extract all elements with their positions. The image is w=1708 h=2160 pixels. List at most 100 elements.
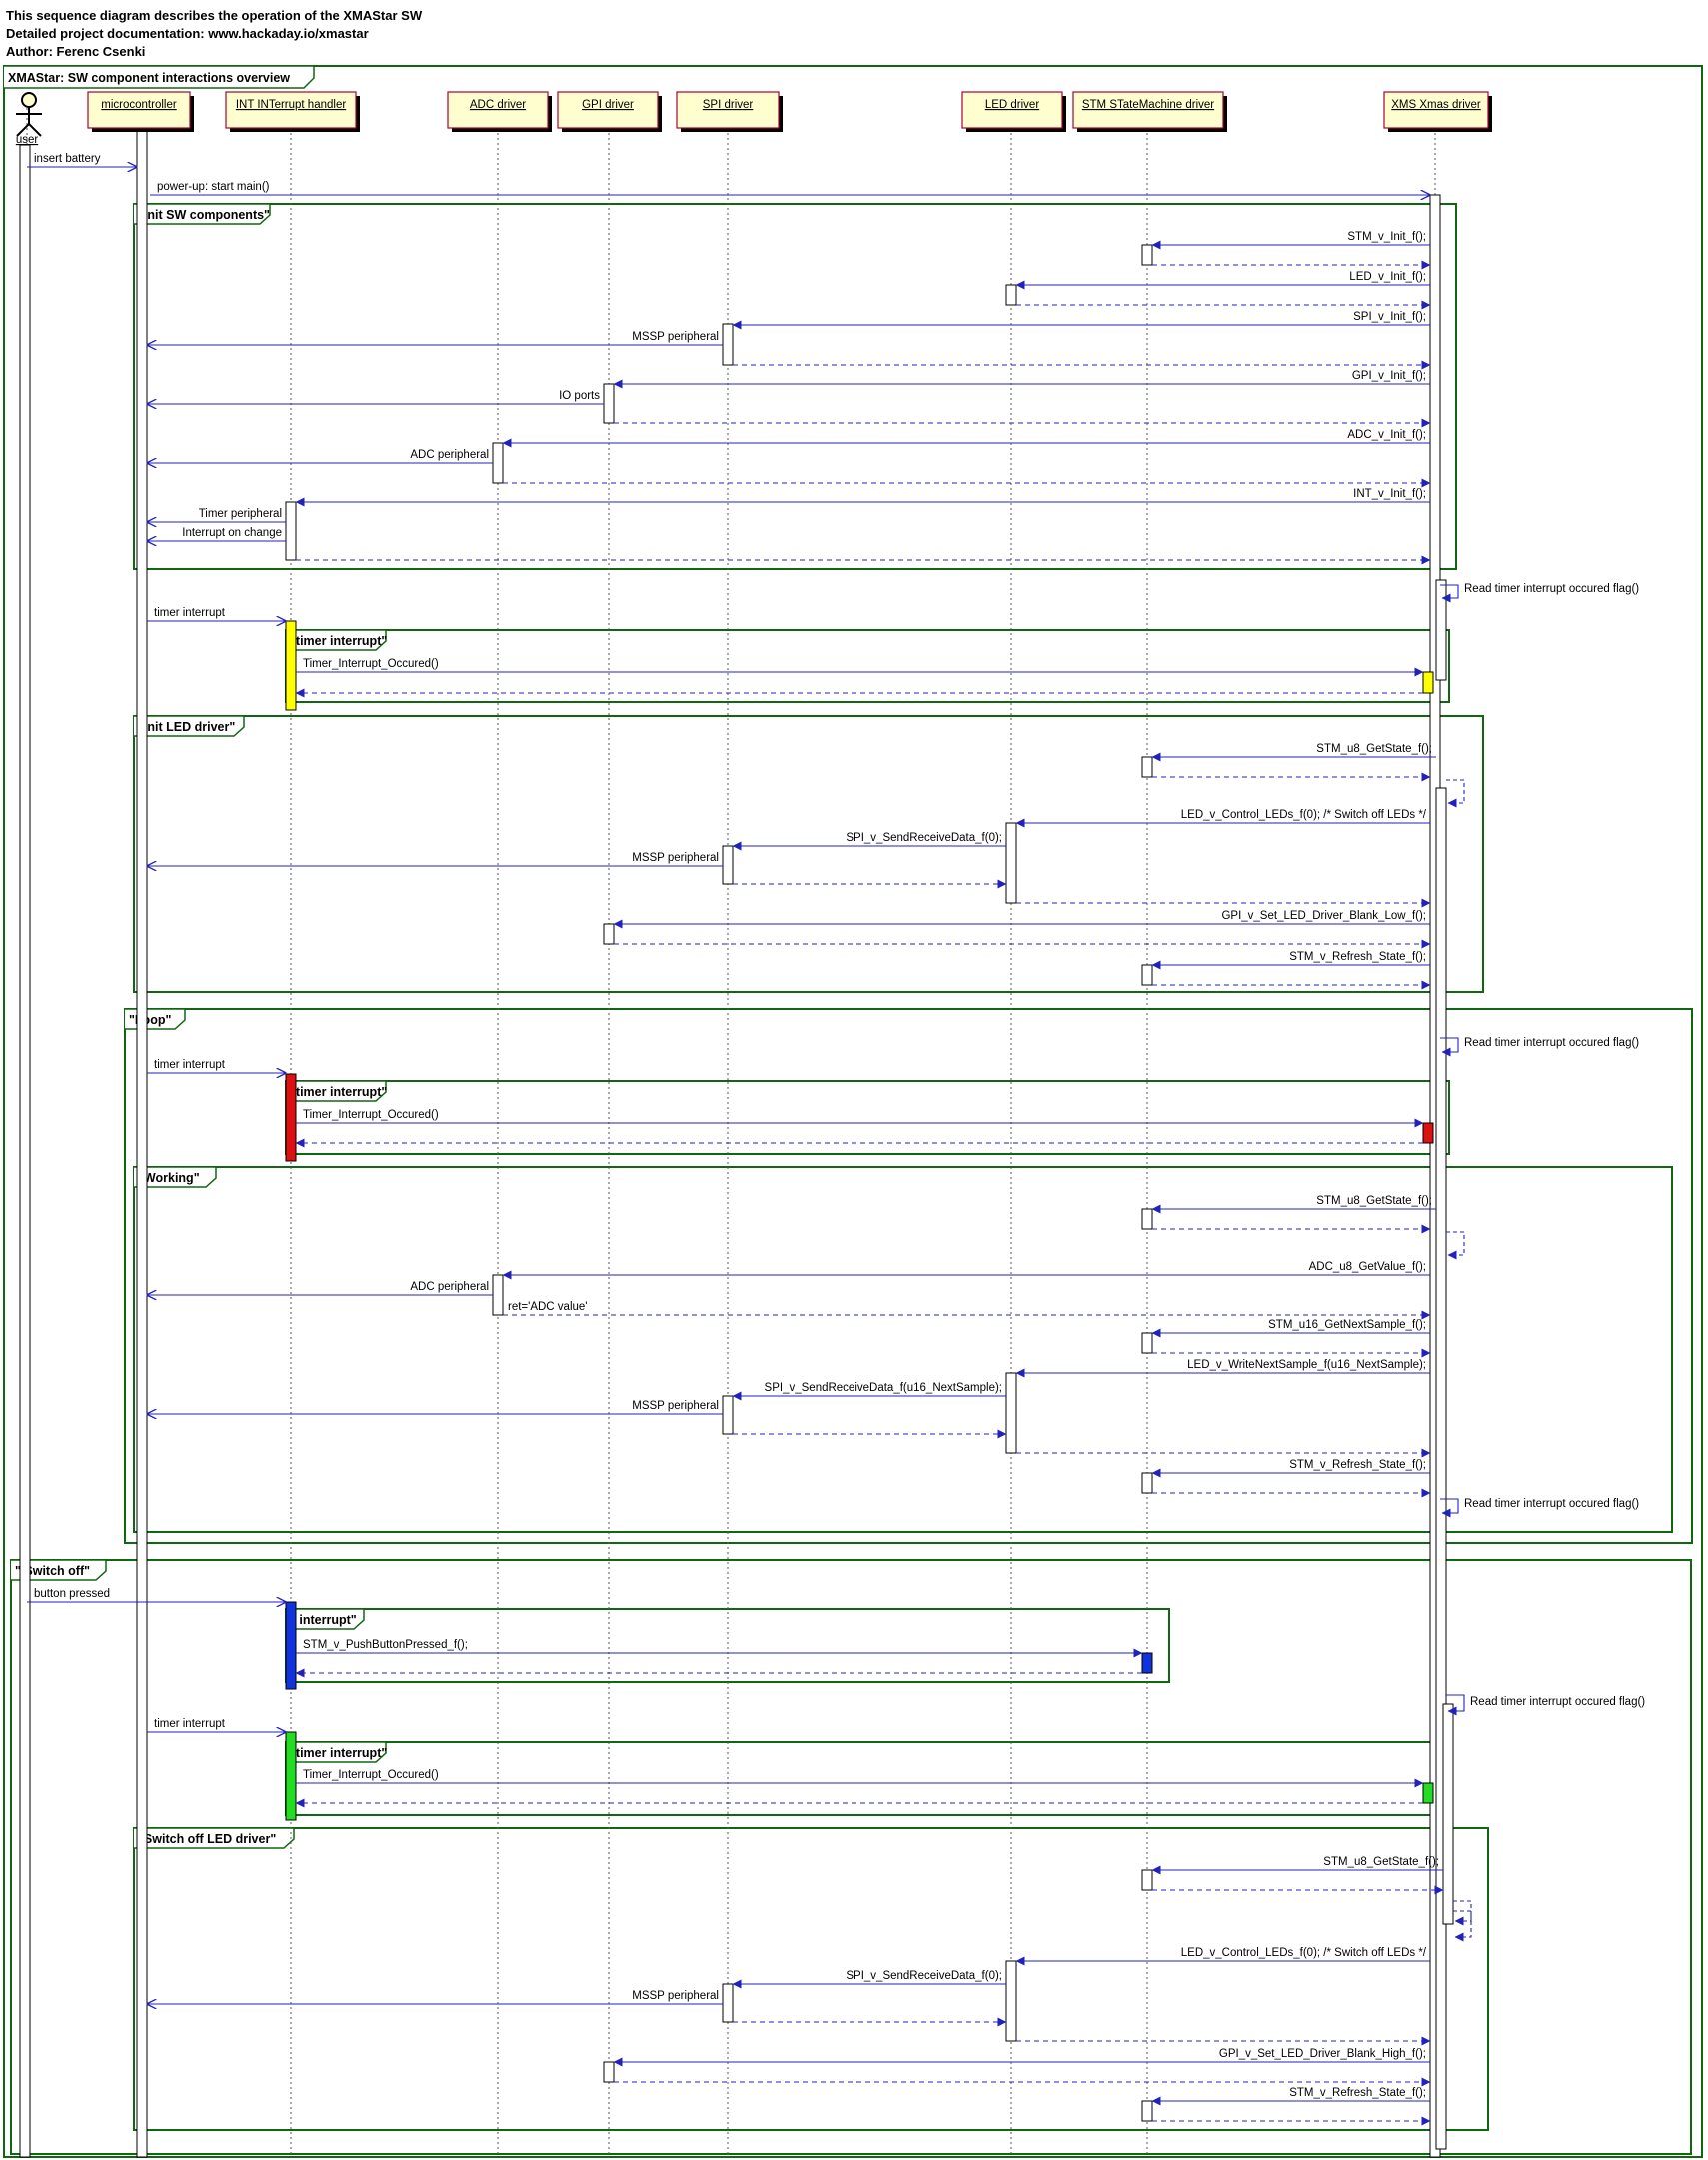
activation-bar	[603, 383, 615, 424]
message: ADC peripheral	[147, 449, 493, 463]
participant-box	[1072, 91, 1224, 129]
message-label: Timer peripheral	[199, 508, 282, 520]
message: GPI_v_Set_LED_Driver_Blank_Low_f();	[613, 910, 1430, 929]
message-label: SPI_v_SendReceiveData_f(u16_NextSample);	[765, 1382, 1002, 1394]
participant-box	[961, 91, 1063, 129]
participant-label: LED driver	[985, 99, 1039, 111]
message-label: LED_v_WriteNextSample_f(u16_NextSample);	[1187, 1359, 1426, 1371]
message: MSSP peripheral	[147, 852, 723, 866]
message: STM_v_Refresh_State_f();	[1151, 1459, 1430, 1478]
group-frame-title: "Switch off LED driver"	[138, 1832, 276, 1846]
message-label: STM_v_Refresh_State_f();	[1289, 951, 1426, 963]
activation-bar	[1435, 787, 1447, 2150]
group-frame-title: "init SW components"	[138, 208, 270, 222]
participant-label: ADC driver	[470, 99, 526, 111]
self-arrow	[1446, 1231, 1465, 1260]
message-label: SPI_v_Init_f();	[1353, 311, 1426, 323]
message: MSSP peripheral	[147, 331, 723, 345]
message: LED_v_WriteNextSample_f(u16_NextSample);	[1015, 1359, 1430, 1378]
activation-bar	[1005, 822, 1017, 904]
activation-bar	[136, 129, 148, 2158]
message: LED_v_Control_LEDs_f(0); /* Switch off L…	[1015, 809, 1430, 828]
group-frame	[133, 1166, 1673, 1533]
message: STM_v_Init_f();	[1151, 231, 1430, 250]
group-frame-title: "init LED driver"	[138, 720, 235, 734]
actor-leg-icon	[16, 123, 30, 137]
self-message	[1453, 1910, 1472, 1942]
group-frame	[133, 203, 1457, 570]
group-frame-tab	[134, 1166, 217, 1188]
activation-bar	[285, 620, 297, 711]
message: STM_v_Refresh_State_f();	[1151, 951, 1430, 970]
header-line-2: Detailed project documentation: www.hack…	[6, 26, 369, 41]
message: STM_u16_GetNextSample_f();	[1151, 1319, 1430, 1338]
message: STM_u8_GetState_f();	[1151, 1195, 1436, 1214]
group-frame-tab	[134, 203, 271, 225]
header-line-1: This sequence diagram describes the oper…	[6, 8, 423, 23]
self-message	[1446, 1231, 1465, 1260]
activation-bar	[1141, 1869, 1153, 1891]
group-frame	[285, 629, 1450, 703]
message-label: timer interrupt	[154, 1059, 226, 1071]
group-frame-title: "Working"	[138, 1171, 200, 1185]
activation-bar	[285, 1073, 297, 1162]
message-label: power-up: start main()	[157, 181, 270, 193]
message: ADC peripheral	[147, 1281, 493, 1295]
activation-bar	[1141, 756, 1153, 778]
message-label: LED_v_Init_f();	[1349, 271, 1426, 283]
message-label: GPI_v_Set_LED_Driver_Blank_Low_f();	[1221, 910, 1426, 922]
participant-label: XMS Xmas driver	[1391, 99, 1481, 111]
message-label: ADC peripheral	[410, 1281, 489, 1293]
self-message: Read timer interrupt occured flag()	[1440, 583, 1639, 603]
activation-bar	[1005, 284, 1017, 306]
message: STM_v_Refresh_State_f();	[1151, 2087, 1430, 2106]
activation-bar	[1141, 964, 1153, 986]
group-frame-tab	[286, 1080, 387, 1102]
message-label: STM_v_PushButtonPressed_f();	[303, 1639, 468, 1651]
message-label: Timer_Interrupt_Occured()	[303, 658, 439, 670]
message: Timer_Interrupt_Occured()	[296, 658, 1424, 677]
message-label: SPI_v_SendReceiveData_f(0);	[846, 832, 1002, 844]
self-message: Read timer interrupt occured flag()	[1440, 1037, 1639, 1057]
message: timer interrupt	[147, 1718, 286, 1732]
outer-frame-title: XMAStar: SW component interactions overv…	[8, 71, 290, 85]
activation-bar	[1422, 1782, 1434, 1804]
activation-bar	[1005, 1960, 1017, 2042]
participant-label: GPI driver	[582, 99, 634, 111]
activation-bar	[285, 1601, 297, 1690]
message-label: INT_v_Init_f();	[1353, 488, 1426, 500]
activation-bar	[722, 1983, 734, 2023]
message: INT_v_Init_f();	[295, 488, 1430, 507]
activation-bar	[1141, 1208, 1153, 1230]
self-arrow	[1440, 1498, 1459, 1518]
participant-spi: SPI driver	[676, 91, 783, 132]
message-label: timer interrupt	[154, 1718, 226, 1730]
lifelines-layer	[26, 108, 1436, 2157]
activation-bar	[285, 501, 297, 561]
message: Timer peripheral	[147, 508, 286, 522]
actor-leg-icon	[28, 123, 42, 137]
activation-bar	[1435, 579, 1447, 681]
message-label: STM_u16_GetNextSample_f();	[1268, 1319, 1426, 1331]
message: Timer_Interrupt_Occured()	[296, 1769, 1424, 1788]
participant-box	[447, 91, 549, 129]
message-label: STM_u8_GetState_f();	[1316, 743, 1432, 755]
activation-bar	[492, 1274, 504, 1316]
participant-led: LED driver	[961, 91, 1066, 132]
message-label: STM_u8_GetState_f();	[1316, 1195, 1432, 1207]
message: STM_u8_GetState_f();	[1151, 1856, 1443, 1875]
message: MSSP peripheral	[147, 1990, 723, 2004]
message: IO ports	[147, 390, 604, 404]
message-label: STM_v_Refresh_State_f();	[1289, 2087, 1426, 2099]
message: Interrupt on change	[147, 527, 286, 541]
activation-bar	[19, 144, 31, 2158]
message: SPI_v_SendReceiveData_f(0);	[732, 1970, 1006, 1989]
participant-box	[87, 91, 191, 129]
message: Timer_Interrupt_Occured()	[296, 1109, 1424, 1128]
group-frame	[10, 1559, 1692, 2155]
activation-bar	[1422, 671, 1434, 694]
message-label: ADC_v_Init_f();	[1347, 429, 1426, 441]
participant-box	[1383, 91, 1489, 129]
message-label: ADC_u8_GetValue_f();	[1309, 1261, 1426, 1273]
